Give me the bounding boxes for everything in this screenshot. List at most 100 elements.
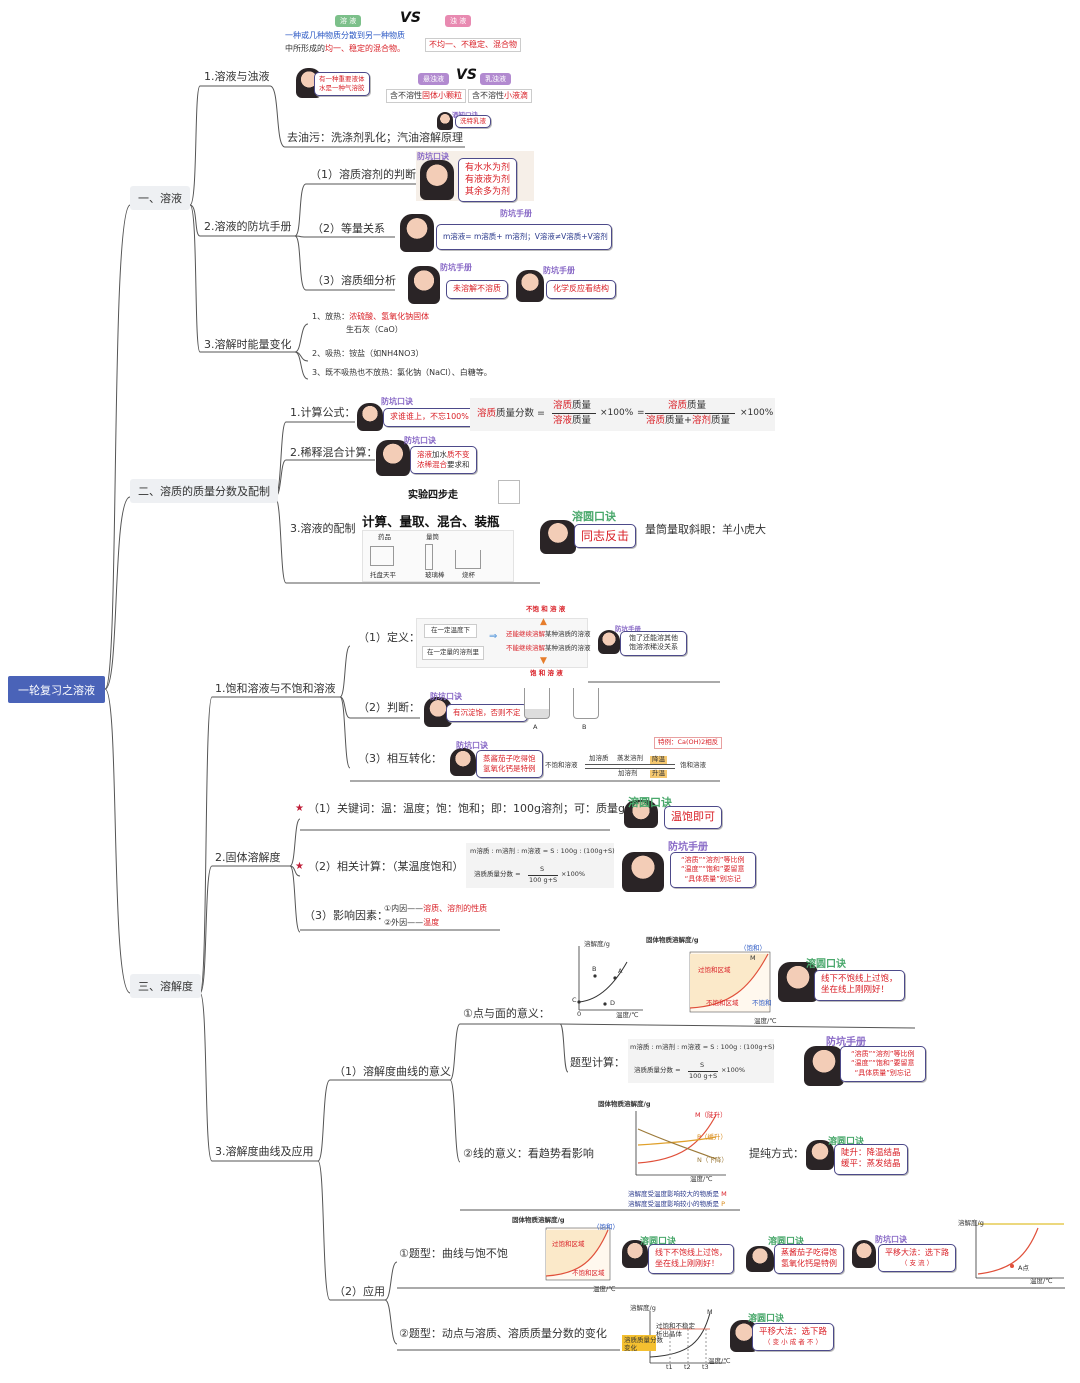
unsat-label: 不饱 和 溶 液 [526,605,566,613]
flask-shape [498,480,520,504]
formula-panel [470,398,775,431]
section-solubility[interactable]: 三、溶解度 [130,974,201,998]
node-calc-formula[interactable]: 1.计算公式： [290,406,356,419]
k2-formula-panel [466,843,614,888]
root-node[interactable]: 一轮复习之溶液 [8,676,105,703]
region-M: M [750,954,756,962]
node-point-area[interactable]: ①点与面的意义： [463,1007,550,1020]
point-chart-xaxis: 温度/℃ [616,1011,639,1019]
node-definition[interactable]: （1）定义： [358,631,420,644]
region-over: 过饱和区域 [698,966,731,974]
node-preparation[interactable]: 3.溶液的配制 [290,522,356,535]
teacher-avatar [420,160,454,200]
energy-exo-cao: 生石灰（CaO） [346,325,403,334]
d2-tag: 防坑口诀 [430,692,462,701]
region-chart-yaxis: 固体物质溶解度/g [646,936,699,944]
node-solute-solvent[interactable]: （1）溶质溶剂的判断 [310,168,416,181]
energy-exo: 1、放热：浓硫酸、氢氧化钠固体 [312,312,430,321]
node-equal-relation[interactable]: （2）等量关系 [312,222,385,235]
step-title: 实验四步走 [408,490,458,501]
sat-label: 饱 和 溶 液 [530,669,563,677]
a1-tag3: 防坑口诀 [875,1235,907,1244]
node-solution-vs-turbid[interactable]: 1.溶液与浊液 [204,70,270,83]
calc-tag: 防坑手册 [826,1037,866,1048]
node-judgement[interactable]: （2）判断： [358,701,420,714]
a1-box3: 平移大法：选下路（ 支 流 ） [878,1244,956,1272]
teacher-avatar [400,214,434,252]
emulsion-pill: 乳浊液 [480,73,511,85]
lab-label-cylinder: 量筒 [426,533,439,541]
app-region-sat: （饱和） [593,1223,619,1231]
teacher-avatar [778,962,818,1002]
teacher-avatar [624,800,658,828]
balance-shape [370,546,394,566]
teacher-avatar [437,112,453,130]
q3-box1: 未溶解不溶质 [446,280,508,299]
node-solute-analysis[interactable]: （3）溶质细分析 [312,274,396,287]
teacher-avatar [804,1046,844,1086]
lab-label-rod: 玻璃棒 [425,571,445,579]
down-arrow: ▼ [540,656,547,666]
calc-formula2-den: 100 g+S [689,1072,718,1080]
n1-tag: 防坑口诀 [381,397,413,406]
solution-compare-panel [282,10,522,60]
a2-box: 平移大法：选下路（ 变 小 成 者 不 ） [752,1323,835,1352]
beaker-b [573,688,599,719]
dynamic-box: 溶质质量分数 变化 [624,1336,663,1352]
k2-formula2-mult: ×100% [561,870,586,878]
node-saturated[interactable]: 1.饱和溶液与不饱和溶液 [215,682,336,695]
conv-arrow-bottom [585,768,675,769]
node-solubility-curve[interactable]: 3.溶解度曲线及应用 [215,1145,314,1158]
trend-xaxis: 温度/℃ [690,1175,713,1183]
n2-tag: 防坑口诀 [404,436,436,445]
node-solid-solubility[interactable]: 2.固体溶解度 [215,851,281,864]
point-D: D [610,999,616,1007]
left-hint-box: 有一种重要液体水是一种气溶胶 [314,72,370,96]
node-dilution[interactable]: 2.稀释混合计算： [290,446,378,459]
def-arrow: ⇒ [489,631,498,642]
node-purify[interactable]: 提纯方式： [749,1147,804,1160]
node-application[interactable]: （2）应用 [334,1285,385,1298]
node-line-meaning[interactable]: ②线的意义：看趋势看影响 [463,1147,594,1160]
node-dissolution-energy[interactable]: 3.溶解时能量变化 [204,338,292,351]
a2-tag: 溶圆口诀 [748,1314,785,1324]
dynamic-t1: t1 [666,1363,673,1371]
region-unsat2: 不饱和 [752,999,772,1007]
node-pitfall-manual[interactable]: 2.溶液的防坑手册 [204,220,292,233]
node-degrease[interactable]: 去油污：洗涤剂乳化；汽油溶解原理 [287,131,463,144]
q3-tag2: 防坑手册 [543,266,575,275]
area-tag: 溶圆口诀 [806,959,846,970]
teacher-avatar [622,852,664,892]
turbid-desc: 不均一、不稳定、混合物 [425,38,521,52]
region-xaxis: 温度/℃ [754,1017,777,1025]
k2-tag: 防坑手册 [668,842,708,853]
dynamic-xaxis: 温度/℃ [708,1357,731,1365]
teacher-avatar [806,1140,834,1170]
formula-mult: ×100% [600,408,634,418]
d3-box: 蒸酱茄子吃得饱氢氧化钙是特例 [476,750,543,779]
app-region-chart [545,1227,611,1281]
node-calc-type[interactable]: 题型计算： [570,1056,625,1069]
area-box: 线下不饱线上过饱，坐在线上刚刚好！ [814,970,905,1001]
section-mass-fraction[interactable]: 二、溶质的质量分数及配制 [130,479,278,503]
trend-P: P（缓升） [697,1133,727,1141]
dynamic-M: M [707,1308,713,1316]
dynamic-note: 过饱和不稳定 析出晶体 [656,1322,695,1339]
lab-label-drug: 药品 [378,533,391,541]
section-solution[interactable]: 一、溶液 [130,186,190,210]
node-app-curve[interactable]: ①题型：曲线与饱不饱 [399,1247,508,1260]
calc-formula2-lhs: 溶质质量分数 = [634,1066,681,1074]
suspension-pill: 悬浊液 [418,73,449,85]
k2-formula2-lhs: 溶质质量分数 = [474,870,521,878]
trend-note1: 溶解度受温度影响较大的物质是 M [628,1190,727,1198]
teacher-avatar [622,1240,648,1268]
n3-tag: 溶圆口诀 [572,510,616,523]
node-conversion[interactable]: （3）相互转化： [358,752,442,765]
cond1: 还能继续溶解某种溶质的溶液 [506,630,591,638]
formula-numerator2: 溶质质量 [668,400,707,411]
node-curve-meaning[interactable]: （1）溶解度曲线的意义 [334,1065,451,1078]
node-app-dynamic[interactable]: ②题型：动点与溶质、溶质质量分数的变化 [399,1327,607,1340]
dynamic-chart [622,1311,726,1364]
cond2: 不能继续溶解某种溶质的溶液 [506,644,591,652]
k2-formula2-den: 100 g+S [529,876,558,884]
